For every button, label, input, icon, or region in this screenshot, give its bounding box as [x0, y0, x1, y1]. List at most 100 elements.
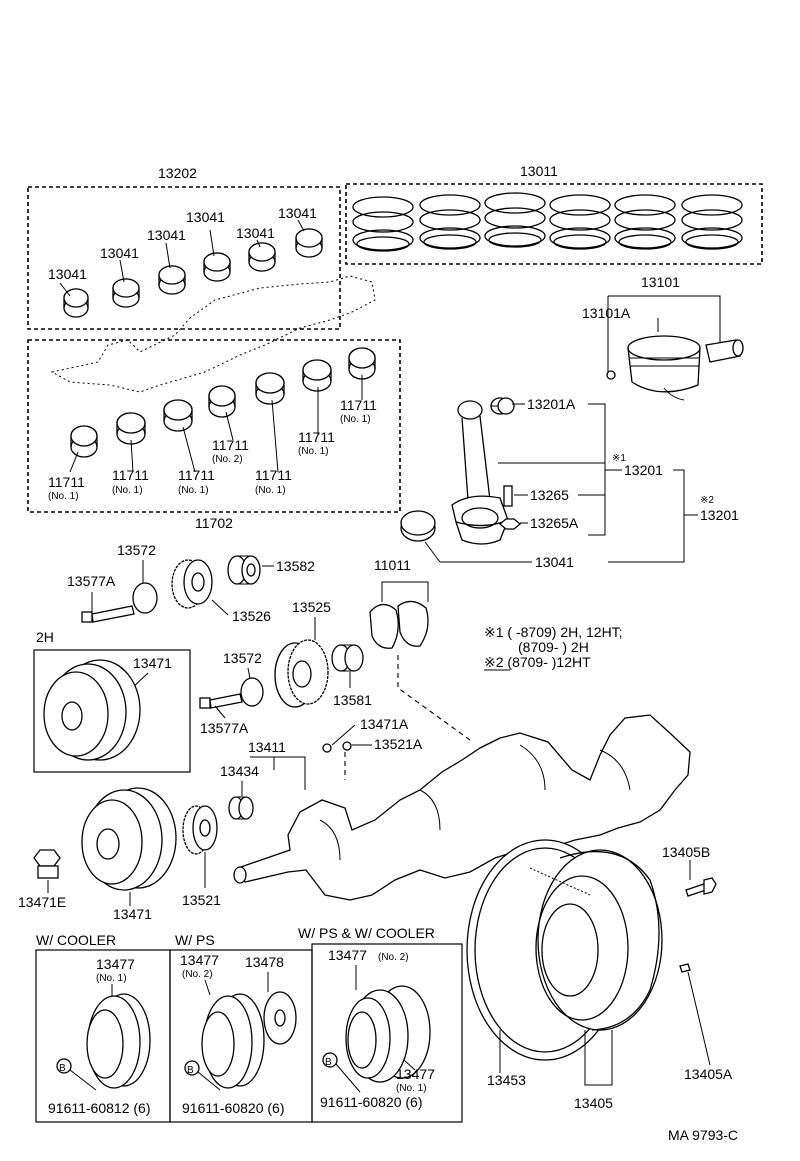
- timing-gear-group: 13572 13577A 13526 13582 13525 13572: [67, 542, 372, 736]
- label-11711-e: 11711: [255, 467, 292, 483]
- connecting-rod-group: 13201A ※1 13201 13265 13265A ※2 13201 13…: [400, 396, 739, 570]
- section-2h-title: 2H: [36, 629, 54, 645]
- catalog-code: MA 9793-C: [668, 1127, 738, 1143]
- label-13453: 13453: [487, 1072, 526, 1088]
- option-boxes: W/ COOLER W/ PS W/ PS & W/ COOLER 13477 …: [35, 925, 463, 1123]
- thrust-washer-2: [397, 600, 429, 647]
- thrust-washer-1: [369, 603, 399, 649]
- label-11711-b: 11711: [112, 467, 149, 483]
- label-13477-psc-top: 13477: [328, 947, 367, 963]
- pulley-2h: [43, 659, 141, 761]
- label-13526: 13526: [232, 608, 271, 624]
- label-13471: 13471: [113, 906, 152, 922]
- ring-set-2: [419, 194, 481, 250]
- label-13577a-a: 13577A: [67, 573, 116, 589]
- label-13101a: 13101A: [582, 305, 631, 321]
- piston-ring-group: 13011: [345, 163, 763, 265]
- main-bearing-shell-7: [348, 347, 376, 380]
- label-b-cooler: B: [59, 1063, 66, 1074]
- label-13041-b: 13041: [100, 245, 139, 261]
- piston-group: 13101 13101A: [582, 274, 744, 401]
- label-13411: 13411: [248, 739, 286, 755]
- label-13525: 13525: [292, 599, 331, 615]
- label-13478: 13478: [245, 954, 284, 970]
- label-star2: ※2: [700, 495, 714, 506]
- main-bearing-shell-2: [116, 412, 146, 445]
- connecting-rod: [451, 400, 509, 545]
- rod-bearing-shell-3: [158, 265, 186, 295]
- ring-set-4: [549, 194, 611, 250]
- label-13572-a: 13572: [117, 542, 156, 558]
- key-13471a: [322, 743, 332, 753]
- bolt-13405b: [685, 877, 717, 897]
- rod-bearing-shell-6: [295, 228, 323, 258]
- label-13041-d: 13041: [186, 209, 225, 225]
- rod-bearing-lower: [400, 510, 436, 542]
- piston: [627, 335, 701, 401]
- label-11011: 11011: [374, 557, 411, 573]
- bolt-b-ps: [184, 1060, 200, 1076]
- label-b-ps: B: [187, 1065, 194, 1076]
- rod-bolt: [503, 485, 513, 507]
- bolt-b-cooler: [56, 1058, 72, 1074]
- label-11711-g: 11711: [340, 397, 377, 413]
- label-13477-cooler-no1: (No. 1): [96, 973, 127, 984]
- pulley-13477-ps: [201, 993, 265, 1089]
- bolt-13577a-b: [199, 693, 243, 709]
- label-13201-b: 13201: [700, 507, 739, 523]
- bearing-13581: [331, 644, 364, 672]
- main-bearing-shell-6: [302, 359, 332, 392]
- label-13477-psc-bottom: 13477: [396, 1066, 435, 1082]
- thrust-washer-group: 11011: [369, 557, 471, 741]
- rod-bearing-group: 13202 13041 13041 13041 13041 13041: [27, 165, 341, 330]
- label-13041-f: 13041: [278, 205, 317, 221]
- main-bearing-group: 11702 11711 (No. 1) 1171: [27, 339, 401, 531]
- main-bearing-shell-4: [208, 385, 236, 418]
- note2-line: ※2 (8709- )12HT: [484, 654, 591, 670]
- label-star1: ※1: [612, 453, 626, 464]
- section-2h: 2H 13471: [33, 629, 191, 773]
- crankshaft: [233, 714, 691, 901]
- main-bearing-shell-3: [163, 399, 193, 432]
- label-13582: 13582: [276, 558, 315, 574]
- rod-bearing-shell-2: [112, 278, 140, 308]
- rod-bushing: [490, 397, 515, 415]
- label-13521a: 13521A: [374, 736, 423, 752]
- rod-bearing-box: [27, 186, 341, 330]
- section-ps-title: W/ PS: [175, 932, 215, 948]
- label-11711-f: 11711: [298, 429, 335, 445]
- label-13477-cooler: 13477: [96, 956, 135, 972]
- rod-nut: [498, 518, 522, 530]
- bolt-13577a-a: [81, 605, 135, 623]
- ring-set-1: [352, 196, 414, 252]
- gear-13521: [182, 805, 218, 855]
- section-cooler-title: W/ COOLER: [36, 932, 116, 948]
- label-13011: 13011: [520, 163, 558, 179]
- box-w-ps-cooler: [311, 943, 463, 1123]
- label-13101: 13101: [641, 274, 680, 290]
- label-13434: 13434: [220, 763, 259, 779]
- label-13405a: 13405A: [684, 1066, 733, 1082]
- bolt-13471e: [33, 849, 61, 879]
- flywheel-13405: [529, 849, 663, 1031]
- label-bolt-60820-ps: 91611-60820 (6): [182, 1100, 284, 1116]
- label-13201a: 13201A: [527, 396, 576, 412]
- label-11711-c: 11711: [178, 467, 215, 483]
- snap-ring: [606, 370, 616, 380]
- plate-13478: [263, 991, 297, 1045]
- thrust-plate-13572-b: [240, 677, 264, 707]
- pulley-13477-cooler: [86, 993, 151, 1089]
- label-13265: 13265: [530, 487, 569, 503]
- label-11711-g-no1: (No. 1): [340, 414, 371, 425]
- rod-bearing-shell-4: [203, 252, 231, 282]
- label-13572-b: 13572: [223, 650, 262, 666]
- ring-set-6: [681, 194, 743, 250]
- note1-line1: ※1 ( -8709) 2H, 12HT;: [484, 624, 623, 640]
- label-13521: 13521: [182, 892, 221, 908]
- label-13041-a: 13041: [48, 266, 87, 282]
- label-13477-ps-no2: (No. 2): [182, 969, 213, 980]
- gear-13582: [227, 555, 261, 585]
- front-pulley-group: 13471E 13471 13434 13521: [18, 763, 259, 922]
- section-2h-box: [33, 649, 191, 773]
